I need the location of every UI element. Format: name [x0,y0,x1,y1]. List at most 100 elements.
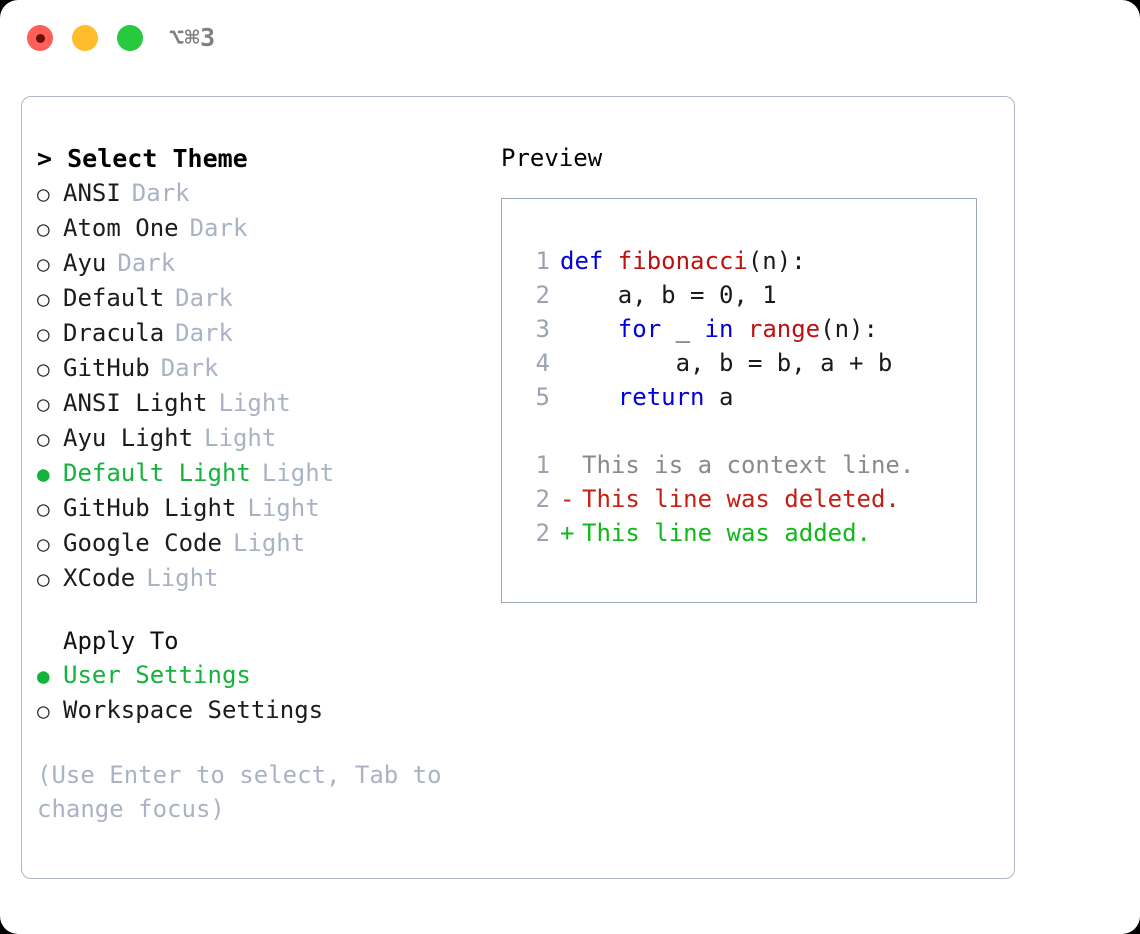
code-line: 4 a, b = b, a + b [516,346,914,380]
apply-to-option-label: Workspace Settings [63,696,324,724]
window-controls [27,25,143,51]
theme-option-github-light[interactable]: ○ GitHub Light Light [37,491,497,526]
apply-to-list: ● User Settings ○ Workspace Settings [37,658,497,728]
radio-selected-icon: ● [37,462,50,486]
theme-variant-badge: Light [232,529,306,557]
theme-option-label: Google Code [63,529,222,557]
code-line: 3 for _ in range(n): [516,312,914,346]
code-token: return [617,383,705,411]
apply-to-option-workspace-settings[interactable]: ○ Workspace Settings [37,693,497,728]
radio-selected-icon: ● [37,664,50,688]
preview-title: Preview [501,144,603,172]
line-number: 1 [535,451,550,479]
apply-to-option-user-settings[interactable]: ● User Settings [37,658,497,693]
radio-unselected-icon: ○ [37,497,50,521]
theme-variant-badge: Dark [175,319,233,347]
radio-unselected-icon: ○ [37,252,50,276]
theme-variant-badge: Light [204,424,277,452]
theme-option-label: GitHub [63,354,150,382]
code-token: a, b = b, a + b [560,349,893,377]
theme-option-atom-one[interactable]: ○ Atom One Dark [37,211,497,246]
theme-variant-badge: Light [218,389,291,417]
diff-marker: + [560,519,575,547]
theme-variant-badge: Light [247,494,320,522]
title-bar: ⌥⌘3 [0,0,1140,78]
theme-variant-badge: Dark [117,249,176,277]
minimize-button-icon[interactable] [72,25,98,51]
code-token: a, b = 0, 1 [560,281,777,309]
diff-text: This line was added. [582,519,871,547]
theme-option-xcode[interactable]: ○ XCode Light [37,561,497,596]
theme-variant-badge: Dark [189,214,248,242]
theme-option-label: ANSI Light [63,389,208,417]
radio-unselected-icon: ○ [37,182,50,206]
theme-option-label: Default Light [63,459,251,487]
theme-variant-badge: Light [146,564,219,592]
code-token: (n): [747,247,806,275]
theme-option-label: ANSI [63,179,121,207]
theme-option-ayu[interactable]: ○ Ayu Dark [37,246,497,281]
radio-unselected-icon: ○ [37,217,50,241]
theme-option-label: Dracula [63,319,165,347]
theme-variant-badge: Dark [175,284,233,312]
diff-text: This line was deleted. [582,485,900,513]
theme-option-github[interactable]: ○ GitHub Dark [37,351,497,386]
keyboard-hint-text: (Use Enter to select, Tab to change focu… [37,761,457,823]
diff-text: This is a context line. [582,451,915,479]
diff-line: 1 This is a context line. [516,448,915,482]
code-token: _ [661,315,705,343]
line-number: 1 [535,247,550,275]
diff-sample: 1 This is a context line.2-This line was… [516,448,915,550]
diff-line: 2-This line was deleted. [516,482,914,516]
maximize-button-icon[interactable] [117,25,143,51]
code-token: fibonacci [617,247,748,275]
code-token: def [560,247,618,275]
theme-option-ansi-light[interactable]: ○ ANSI Light Light [37,386,497,421]
code-token: in [704,315,734,343]
close-button-icon[interactable] [27,25,53,51]
radio-unselected-icon: ○ [37,567,50,591]
theme-option-label: Ayu [63,249,107,277]
apply-to-label: Apply To [63,627,179,655]
theme-option-google-code[interactable]: ○ Google Code Light [37,526,497,561]
theme-variant-badge: Dark [160,354,219,382]
radio-unselected-icon: ○ [37,699,50,723]
radio-unselected-icon: ○ [37,357,50,381]
code-token: (n): [820,315,878,343]
code-line: 2 a, b = 0, 1 [516,278,914,312]
code-token [560,380,618,414]
diff-marker [560,448,582,482]
code-token: range [747,315,821,343]
apply-to-option-label: User Settings [63,661,251,689]
theme-option-dracula[interactable]: ○ Dracula Dark [37,316,497,351]
select-theme-header: > Select Theme [37,144,248,173]
line-number: 2 [535,485,550,513]
line-number: 2 [535,519,550,547]
code-line: 5 return a [516,380,914,414]
radio-unselected-icon: ○ [37,322,50,346]
theme-option-label: Atom One [63,214,179,242]
line-number: 4 [535,349,550,377]
keyboard-shortcut-label: ⌥⌘3 [169,23,216,52]
code-line: 1 def fibonacci(n): [516,244,914,278]
code-token: for [617,315,662,343]
radio-unselected-icon: ○ [37,392,50,416]
code-token: a [704,383,734,411]
line-number: 2 [535,281,550,309]
code-token [733,312,747,346]
line-number: 3 [535,315,550,343]
theme-option-label: XCode [63,564,136,592]
radio-unselected-icon: ○ [37,427,50,451]
theme-option-label: GitHub Light [63,494,237,522]
radio-unselected-icon: ○ [37,532,50,556]
